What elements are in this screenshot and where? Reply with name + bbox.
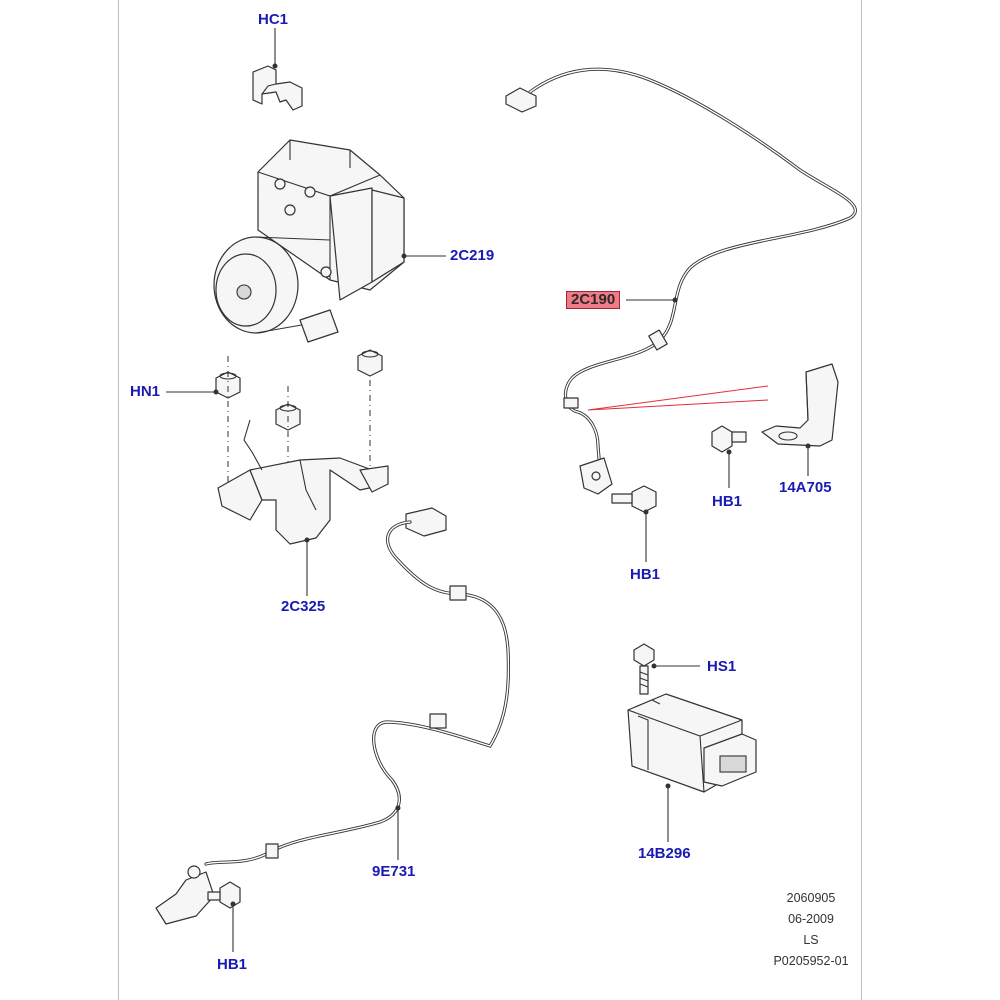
sensor-module-14b296-drawing bbox=[627, 693, 757, 793]
leader-dot-hb1-mid bbox=[643, 509, 649, 515]
leader-dot-hn1 bbox=[213, 389, 219, 395]
bracket-2c325-drawing bbox=[217, 419, 389, 545]
leader-dot-hb1-right bbox=[726, 449, 732, 455]
bolt-hb1-mid-drawing bbox=[611, 485, 657, 513]
leader-dot-2c190 bbox=[672, 297, 678, 303]
callout-2c190-highlighted[interactable]: 2C190 bbox=[566, 291, 621, 309]
sensor-cable-9e731-drawing bbox=[155, 507, 511, 925]
callout-hb1-mid[interactable]: HB1 bbox=[630, 566, 661, 583]
bolt-hb1-right-drawing bbox=[711, 425, 747, 453]
alignment-lines bbox=[587, 385, 769, 411]
leader-dot-2c325 bbox=[304, 537, 310, 543]
callout-9e731[interactable]: 9E731 bbox=[372, 863, 416, 880]
callout-hs1[interactable]: HS1 bbox=[707, 658, 737, 675]
clip-hc1-drawing bbox=[252, 65, 303, 111]
callout-hc1[interactable]: HC1 bbox=[258, 11, 289, 28]
nut-hn1-drawing bbox=[215, 349, 383, 431]
leader-dot-hs1 bbox=[651, 663, 657, 669]
callout-14a705[interactable]: 14A705 bbox=[779, 479, 832, 496]
callout-hn1[interactable]: HN1 bbox=[130, 383, 161, 400]
callout-2c219[interactable]: 2C219 bbox=[450, 247, 495, 264]
footer-line-1: 2060905 bbox=[786, 891, 836, 905]
diagram-frame bbox=[118, 0, 862, 1000]
leader-dot-2c219 bbox=[401, 253, 407, 259]
footer-drawing-id: P0205952-01 bbox=[773, 954, 849, 968]
screw-hs1-drawing bbox=[633, 643, 655, 695]
callout-2c325[interactable]: 2C325 bbox=[281, 598, 326, 615]
leader-dot-14b296 bbox=[665, 783, 671, 789]
leader-dot-hb1-bottom bbox=[230, 901, 236, 907]
footer-date: 06-2009 bbox=[788, 912, 834, 926]
bolt-hb1-bottom-drawing bbox=[207, 881, 241, 909]
bracket-14a705-drawing bbox=[761, 363, 839, 447]
footer-code: LS bbox=[803, 933, 819, 947]
leader-dot-hc1 bbox=[272, 63, 278, 69]
callout-hb1-right[interactable]: HB1 bbox=[712, 493, 743, 510]
sensor-cable-2c190-drawing bbox=[505, 67, 857, 495]
abs-modulator-drawing bbox=[213, 139, 405, 343]
callout-hb1-bottom[interactable]: HB1 bbox=[217, 956, 248, 973]
leader-dot-14a705 bbox=[805, 443, 811, 449]
callout-14b296[interactable]: 14B296 bbox=[638, 845, 691, 862]
leader-dot-9e731 bbox=[395, 805, 401, 811]
